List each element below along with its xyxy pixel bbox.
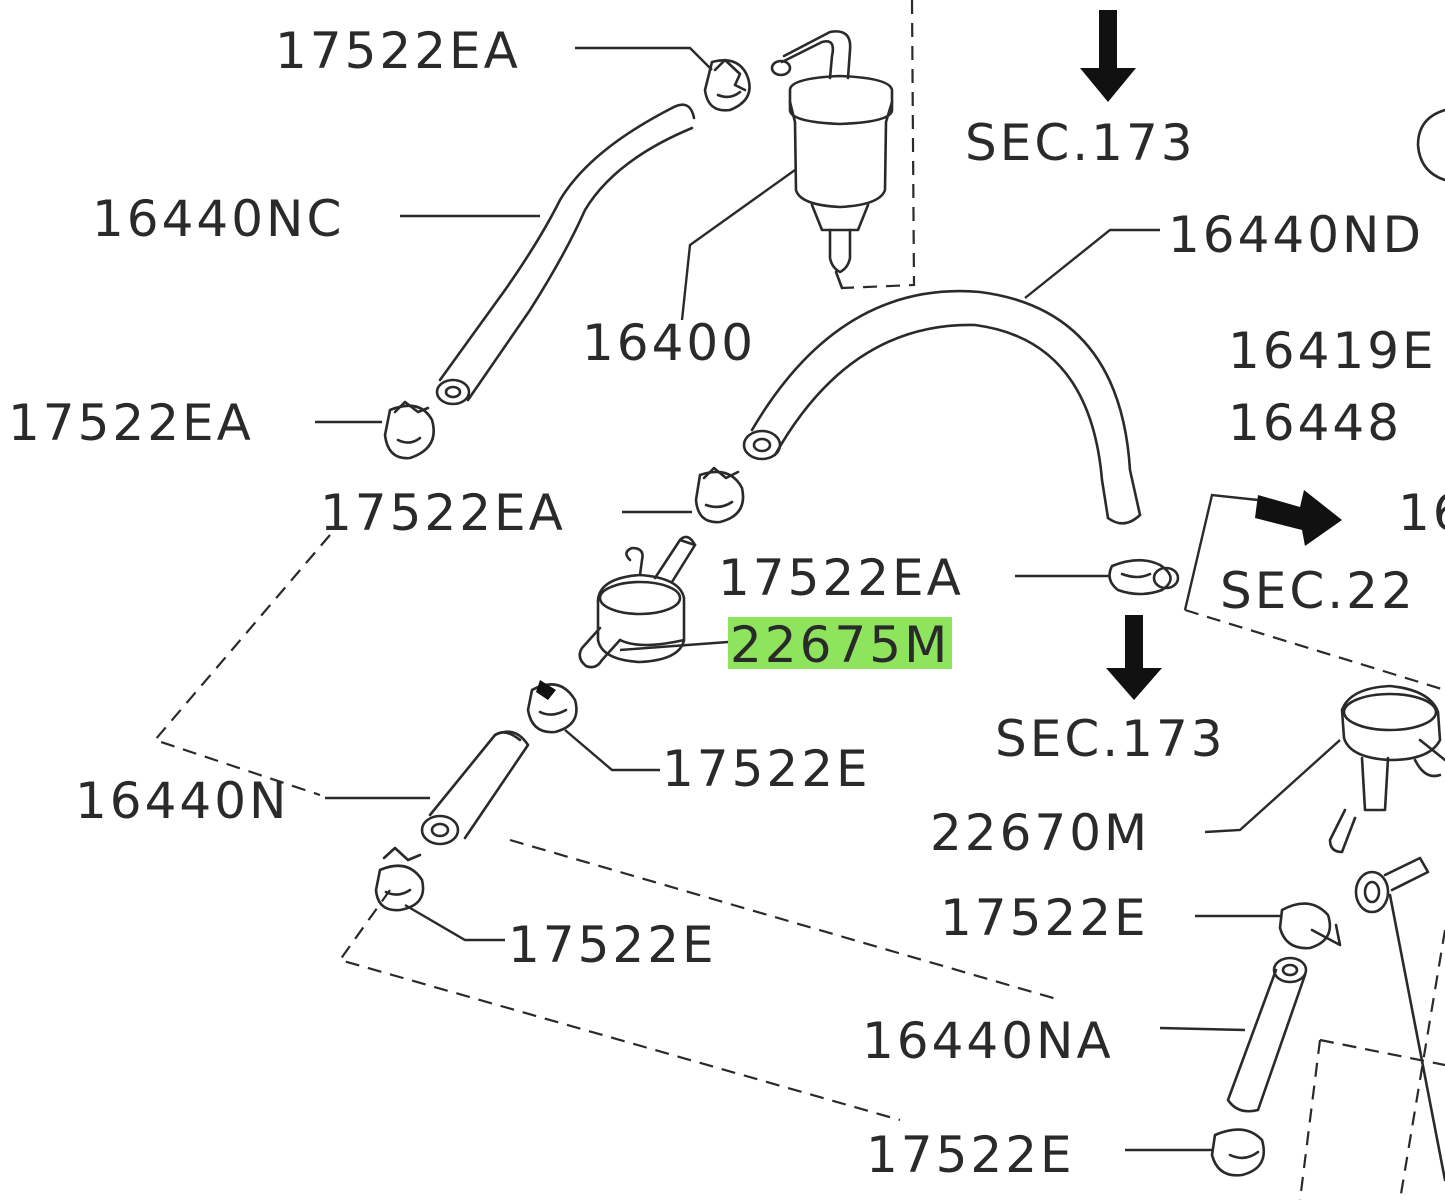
label-hose-n: 16440N — [75, 772, 289, 830]
hose-16440nd — [742, 289, 1142, 525]
valve-number: 22675 — [730, 616, 904, 674]
clamp-e2 — [374, 846, 425, 912]
dashed-boundary-bottom — [338, 889, 901, 1122]
clamp-top-leader — [575, 46, 713, 71]
label-part-419: 16419E — [1228, 322, 1437, 380]
label-hose-nc: 16440NC — [92, 190, 344, 248]
clamp-right — [1108, 558, 1180, 596]
label-valve-2: 22670M — [930, 804, 1150, 862]
bolt — [1354, 856, 1445, 1182]
hose-16440n — [420, 730, 530, 846]
label-clamp-left: 17522EA — [8, 394, 254, 452]
label-part-448: 16448 — [1228, 394, 1402, 452]
hose-nd-leader — [1024, 228, 1160, 299]
arrow-down-icon — [1106, 615, 1162, 700]
clamp-e3 — [1278, 902, 1342, 950]
hose-16440na — [1226, 956, 1308, 1113]
label-hose-nd: 16440ND — [1168, 206, 1424, 264]
fuel-filter — [770, 30, 894, 290]
label-sec-top: SEC.173 — [965, 114, 1196, 172]
filter-leader — [680, 169, 796, 321]
label-hose-na: 16440NA — [862, 1012, 1114, 1070]
label-filter: 16400 — [582, 314, 756, 372]
clamp-mid — [694, 466, 745, 524]
label-clamp-e3: 17522E — [940, 889, 1149, 947]
valve-suffix: M — [904, 616, 950, 674]
circle-symbol-partial — [1416, 108, 1445, 182]
label-clamp-top: 17522EA — [275, 22, 521, 80]
label-valve-highlight: 22675M — [730, 616, 950, 674]
dashed-boundary-right — [1184, 608, 1445, 692]
dashed-boundary-mid — [509, 838, 1061, 1002]
valve-22670m-leader — [1204, 739, 1341, 834]
dashed-boundary-left — [153, 534, 331, 797]
clamp-e1 — [526, 680, 578, 734]
clamp-left — [383, 400, 435, 460]
label-sec-mid: SEC.173 — [995, 710, 1226, 768]
valve-22670m — [1328, 684, 1445, 854]
part-highlight — [728, 617, 952, 669]
valve-leader — [619, 640, 729, 652]
label-clamp-e1: 17522E — [662, 740, 871, 798]
clamp-e4 — [1210, 1128, 1266, 1177]
clamp-e2-leader — [404, 903, 505, 942]
hose-na-leader — [1159, 1026, 1246, 1032]
label-clamp-right: 17522EA — [718, 549, 964, 607]
label-sec-right: SEC.22 — [1220, 562, 1416, 620]
sec-22-leader — [1183, 493, 1259, 611]
clamp-e1-leader — [564, 729, 660, 772]
clamp-top — [703, 58, 751, 112]
label-part-16: 16 — [1398, 484, 1445, 542]
label-clamp-mid: 17522EA — [320, 484, 566, 542]
label-clamp-e2: 17522E — [508, 916, 717, 974]
dashed-boundary-right-vert — [1298, 1039, 1322, 1200]
valve-22675m — [578, 535, 697, 669]
arrow-right-icon — [1255, 490, 1342, 546]
label-clamp-e4: 17522E — [866, 1126, 1075, 1184]
arrow-down-icon — [1080, 10, 1136, 102]
dashed-boundary-filter — [841, 0, 916, 290]
hose-16440nc — [435, 103, 696, 406]
